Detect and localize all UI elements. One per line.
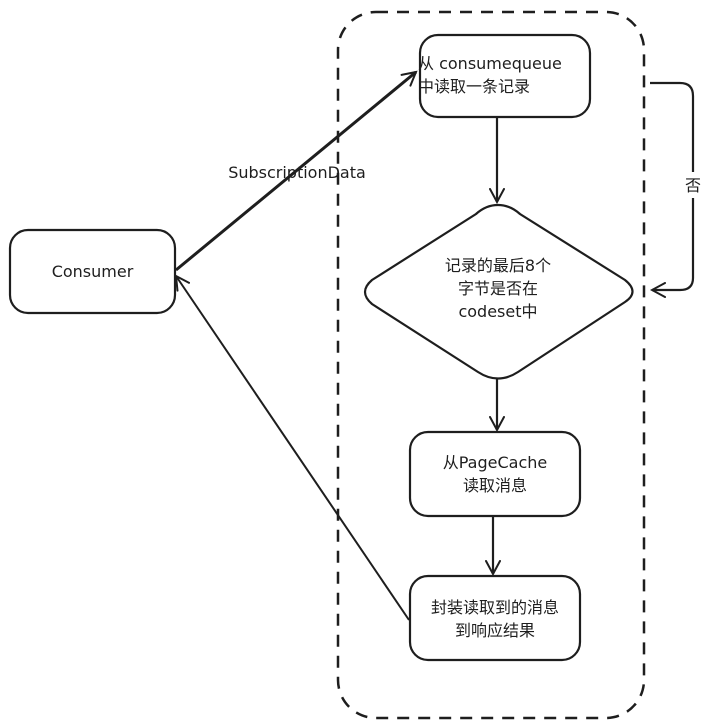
read-record-node[interactable] [418, 33, 592, 119]
read-pagecache-node[interactable] [408, 430, 582, 518]
wrap-result-label: 封装读取到的消息 到响应结果 [430, 598, 559, 640]
subscription-edge-label: SubscriptionData [228, 163, 366, 182]
no-label-bg [683, 172, 703, 198]
broker-boundary [336, 10, 646, 720]
consumer-label: Consumer [51, 262, 134, 281]
wrap-result-node[interactable] [408, 574, 582, 662]
read-record-label: 从 consumequeue 中读取一条记录 [418, 54, 562, 96]
edge-subscription-arrow [175, 72, 416, 272]
no-edge-label: 否 [684, 176, 701, 195]
decision-label: 记录的最后8个 字节是否在 codeset中 [444, 256, 552, 321]
consumer-node[interactable] [8, 228, 177, 315]
read-pagecache-label: 从PageCache 读取消息 [442, 453, 548, 495]
edge-result-to-consumer [176, 276, 410, 621]
